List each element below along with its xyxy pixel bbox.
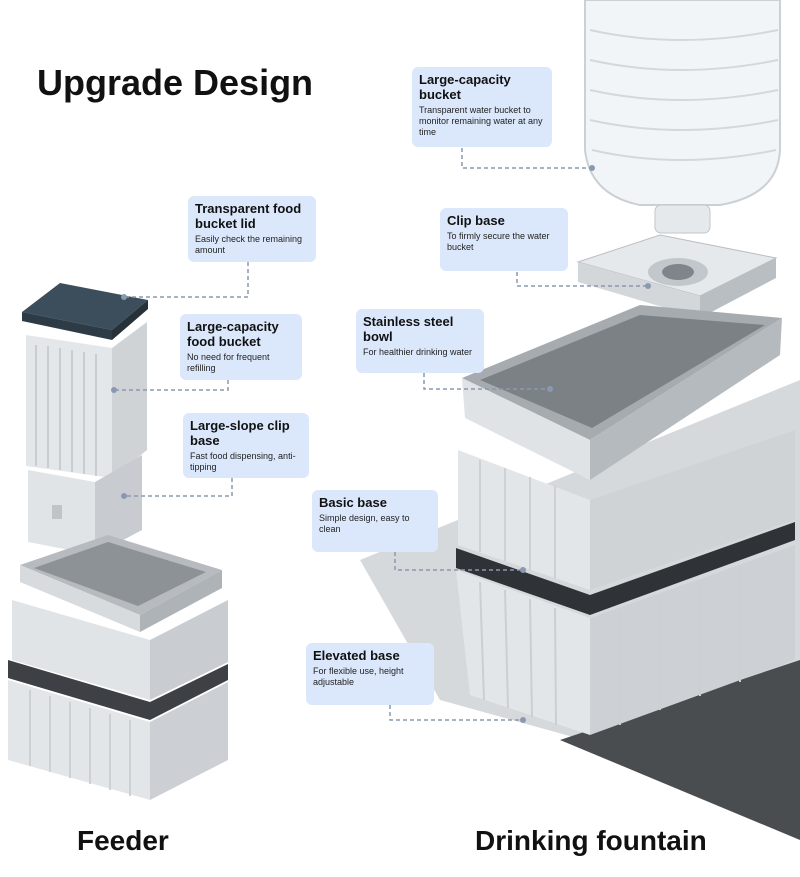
callout-desc: Easily check the remaining amount bbox=[195, 234, 303, 255]
callout-title: Basic base bbox=[319, 495, 387, 510]
page-title: Upgrade Design bbox=[37, 62, 314, 103]
callout-title: Large-capacity bucket bbox=[419, 72, 511, 102]
callout-clip-base: Clip base To firmly secure the water buc… bbox=[440, 208, 568, 271]
callout-title: Large-capacity food bucket bbox=[187, 319, 279, 349]
callout-desc: No need for frequent refilling bbox=[187, 352, 270, 373]
callout-title: Stainless steel bowl bbox=[363, 314, 454, 344]
caption-feeder: Feeder bbox=[77, 825, 169, 856]
callout-water-bucket: Large-capacity bucket Transparent water … bbox=[412, 67, 552, 147]
callout-desc: For healthier drinking water bbox=[363, 347, 473, 357]
fountain-elevated-base bbox=[456, 545, 795, 735]
feeder-elevated-base bbox=[8, 680, 228, 800]
slope-clip-base bbox=[28, 455, 142, 555]
fountain-illustration bbox=[456, 0, 795, 735]
callout-desc: Simple design, easy to clean bbox=[319, 513, 410, 534]
feeder-basic-base bbox=[8, 600, 228, 720]
food-bucket-lid bbox=[22, 283, 148, 340]
callout-elevated-base: Elevated base For flexible use, height a… bbox=[306, 643, 434, 705]
callout-desc: Transparent water bucket to monitor rema… bbox=[419, 105, 543, 137]
callout-title: Clip base bbox=[447, 213, 505, 228]
fountain-basic-base bbox=[456, 430, 795, 615]
fountain-clip-base bbox=[576, 234, 778, 318]
callout-desc: For flexible use, height adjustable bbox=[313, 666, 404, 687]
callout-food-bucket: Large-capacity food bucket No need for f… bbox=[180, 314, 302, 380]
feeder-steel-bowl bbox=[20, 535, 222, 632]
callout-steel-bowl: Stainless steel bowl For healthier drink… bbox=[356, 309, 484, 373]
callout-title: Elevated base bbox=[313, 648, 400, 663]
water-bottle bbox=[584, 0, 781, 234]
callout-food-lid: Transparent food bucket lid Easily check… bbox=[188, 196, 316, 262]
callout-desc: To firmly secure the water bucket bbox=[447, 231, 550, 252]
callout-slope-clip: Large-slope clip base Fast food dispensi… bbox=[183, 413, 309, 478]
leader-lines bbox=[114, 148, 648, 721]
feeder-illustration bbox=[8, 283, 228, 800]
callout-title: Transparent food bucket lid bbox=[195, 201, 302, 231]
fountain-steel-bowl bbox=[462, 305, 782, 480]
caption-fountain: Drinking fountain bbox=[475, 825, 707, 856]
food-bucket bbox=[26, 322, 147, 478]
callout-desc: Fast food dispensing, anti-tipping bbox=[190, 451, 296, 472]
callout-title: Large-slope clip base bbox=[190, 418, 290, 448]
callout-basic-base: Basic base Simple design, easy to clean bbox=[312, 490, 438, 552]
leader-dots bbox=[111, 165, 651, 723]
